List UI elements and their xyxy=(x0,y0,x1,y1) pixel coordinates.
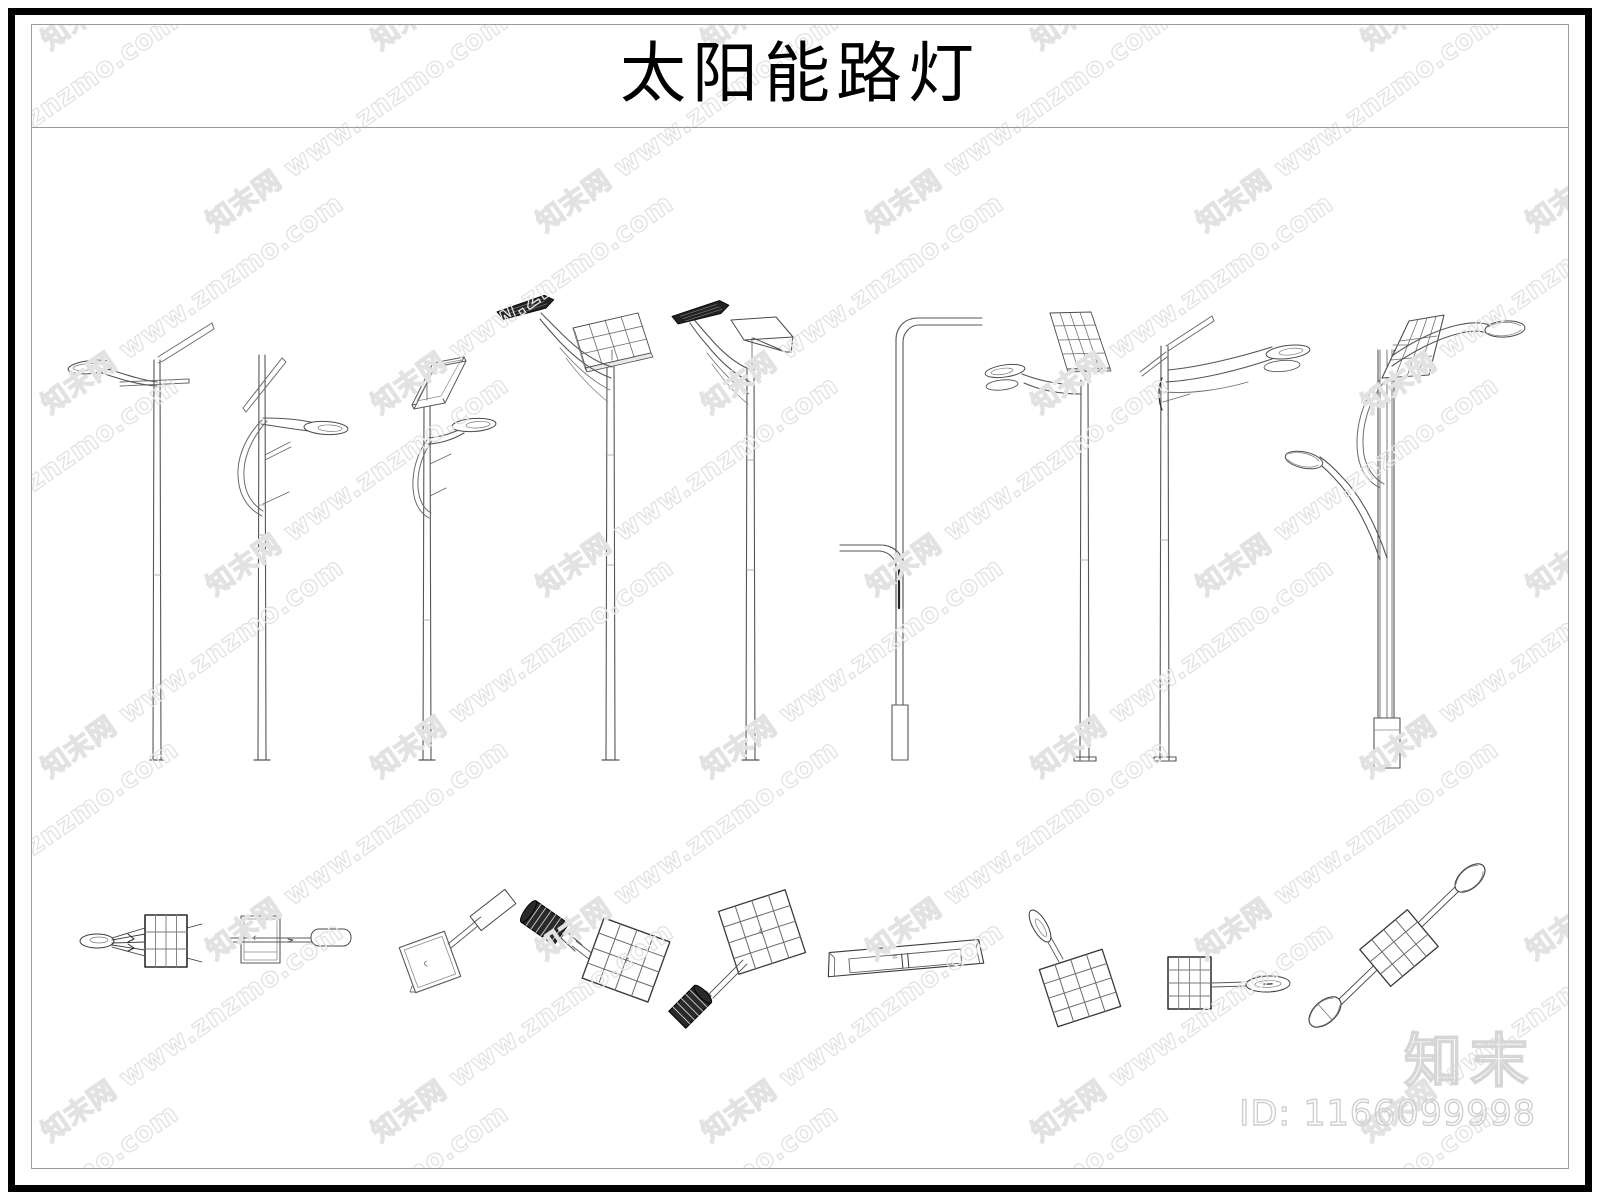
sheet-inner-frame xyxy=(31,24,1569,1169)
page-title: 太阳能路灯 xyxy=(620,34,980,112)
sheet-outer-border xyxy=(8,8,1592,1192)
title-band: 太阳能路灯 xyxy=(31,24,1569,128)
